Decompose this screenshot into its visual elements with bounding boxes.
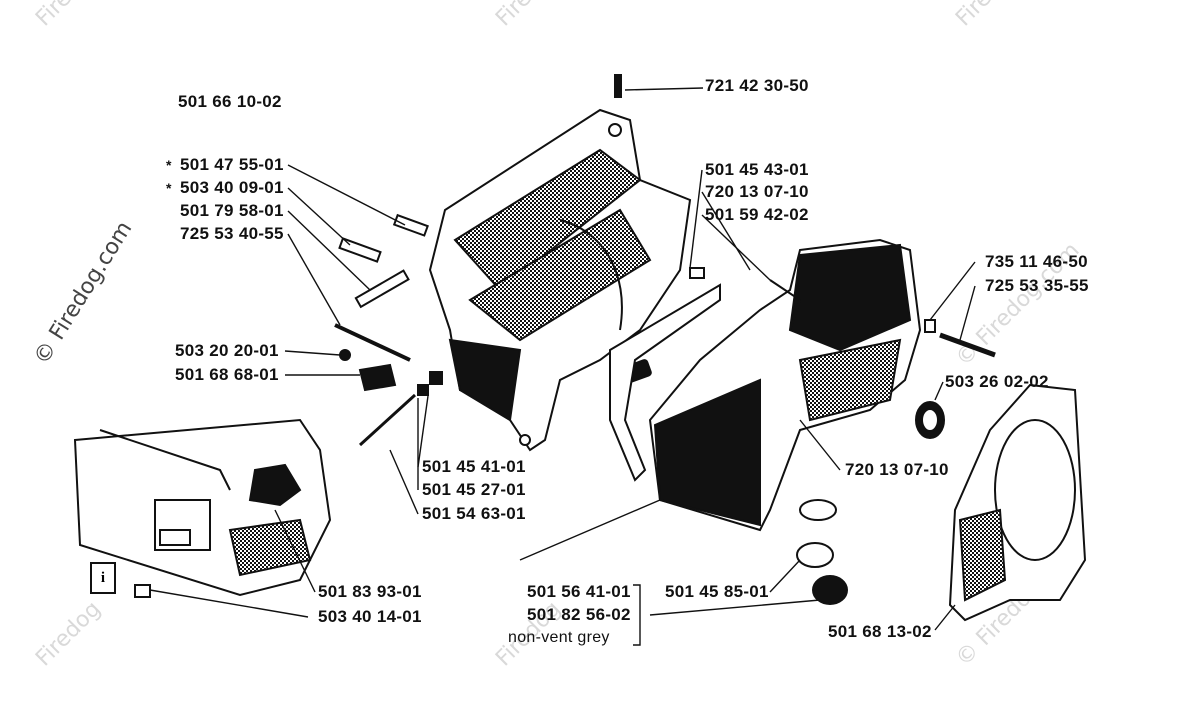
crankcase-left: [428, 108, 692, 452]
part-number: 501 82 56-02: [527, 605, 631, 624]
part-number: 720 13 07-10: [705, 182, 809, 201]
part-number: 501 45 43-01: [705, 160, 809, 179]
part-number: 501 59 42-02: [705, 205, 809, 224]
part-number: 501 68 68-01: [175, 365, 279, 384]
part-number: 501 79 58-01: [180, 201, 284, 220]
part-number: 501 45 41-01: [422, 457, 526, 476]
part-number: 725 53 40-55: [180, 224, 284, 243]
part-number: 501 68 13-02: [828, 622, 932, 641]
part-number: 503 20 20-01: [175, 341, 279, 360]
part-number: 501 54 63-01: [422, 504, 526, 523]
part-note: non-vent grey: [508, 629, 610, 646]
part-number: 501 47 55-01: [180, 155, 284, 174]
part-number: 503 26 02-02: [945, 372, 1049, 391]
cover-plate: [948, 383, 1087, 622]
info-icon: i: [90, 562, 116, 594]
part-number: 501 45 27-01: [422, 480, 526, 499]
gasket: [609, 283, 721, 482]
part-number: 721 42 30-50: [705, 76, 809, 95]
star-mark: *: [166, 157, 172, 173]
handle-assembly: [73, 418, 332, 597]
part-number: 501 83 93-01: [318, 582, 422, 601]
part-number: 735 11 46-50: [985, 252, 1088, 271]
part-number: 720 13 07-10: [845, 460, 949, 479]
part-number: 501 45 85-01: [665, 582, 769, 601]
part-number: 725 53 35-55: [985, 276, 1089, 295]
crankcase-right: [613, 238, 922, 532]
star-mark: *: [166, 180, 172, 196]
leader-lines: [149, 87, 976, 646]
part-number: 501 66 10-02: [178, 92, 282, 111]
part-number: 503 40 09-01: [180, 178, 284, 197]
small-parts: [134, 74, 996, 605]
part-number: 503 40 14-01: [318, 607, 422, 626]
part-number: 501 56 41-01: [527, 582, 631, 601]
